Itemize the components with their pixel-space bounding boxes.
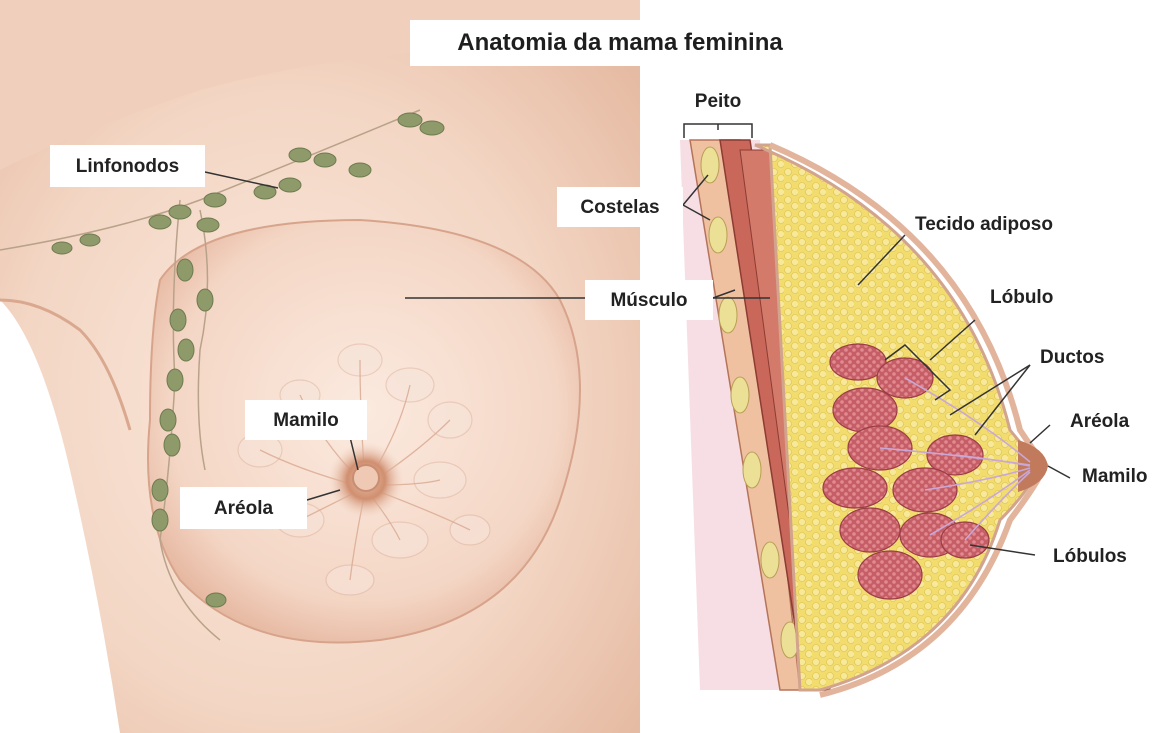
label-lobulo: Lóbulo bbox=[990, 287, 1053, 309]
label-mamilo-right: Mamilo bbox=[1082, 466, 1147, 488]
page-title: Anatomia da mama feminina bbox=[410, 20, 830, 66]
label-areola-right: Aréola bbox=[1070, 411, 1129, 433]
label-ductos: Ductos bbox=[1040, 347, 1104, 369]
label-linfonodos: Linfonodos bbox=[50, 145, 205, 187]
label-tecido-adiposo: Tecido adiposo bbox=[915, 214, 1053, 236]
label-areola-left: Aréola bbox=[180, 487, 307, 529]
label-mamilo-left: Mamilo bbox=[245, 400, 367, 440]
label-musculo: Músculo bbox=[585, 280, 713, 320]
label-lobulos: Lóbulos bbox=[1053, 546, 1127, 568]
nipple-shape bbox=[353, 465, 379, 491]
label-peito: Peito bbox=[684, 86, 752, 116]
frontal-view bbox=[0, 0, 640, 733]
label-costelas: Costelas bbox=[557, 187, 683, 227]
